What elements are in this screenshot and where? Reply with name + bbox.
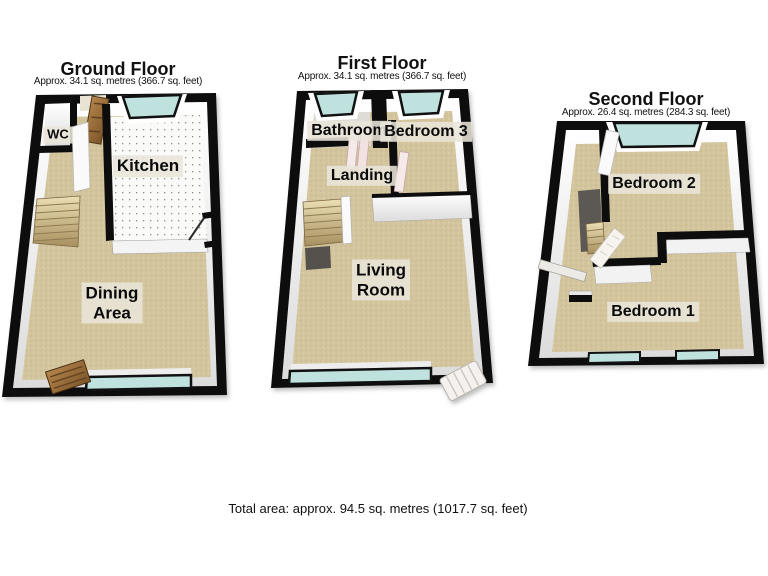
gf-right-door-leaf: [188, 217, 205, 241]
sf-divider-ledge-left: [593, 264, 653, 285]
room-label-living-line2: Room: [356, 280, 406, 299]
room-label-bedroom1: Bedroom 1: [607, 301, 699, 323]
ff-stair-void: [305, 246, 331, 270]
room-label-living-line1: Living: [355, 260, 407, 280]
gf-wc-bottom-wall: [39, 145, 77, 153]
ff-exterior-steps: [439, 360, 487, 401]
gf-bottom-window-glass: [84, 373, 193, 392]
second-floor-subtitle: Approx. 26.4 sq. metres (284.3 sq. feet): [561, 107, 731, 118]
sf-leaning-door-left: [537, 259, 588, 282]
ff-bottom-window-glass: [287, 366, 433, 386]
ground-floor-title: Ground Floor: [60, 59, 176, 79]
gf-kitchen-floor: [110, 115, 207, 244]
room-label-bedroom3: Bedroom 3: [380, 121, 472, 143]
sf-divider-wall-connector: [657, 232, 667, 263]
ground-floor-subtitle: Approx. 34.1 sq. metres (366.7 sq. feet): [33, 76, 203, 87]
room-label-dining-area: Dining Area: [81, 282, 143, 324]
ff-bathroom-window-glass: [313, 90, 359, 118]
ff-staircase: [302, 198, 344, 247]
room-label-dining-line1: Dining: [85, 283, 139, 303]
sf-door-top: [596, 129, 620, 177]
room-label-kitchen: Kitchen: [112, 155, 184, 177]
total-area-text: Total area: approx. 94.5 sq. metres (101…: [228, 501, 528, 516]
sf-top-window-glass: [612, 121, 703, 149]
ff-bedroom3-window-glass: [397, 89, 445, 117]
gf-patio-door: [44, 359, 92, 395]
first-floor-title: First Floor: [337, 53, 427, 73]
sf-divider-ledge-right: [664, 237, 751, 255]
sf-bottom-window-glass-right: [675, 348, 720, 363]
room-label-bathroom: Bathroom: [307, 120, 391, 142]
sf-bottom-window-glass-left: [586, 350, 641, 365]
room-label-bedroom2: Bedroom 2: [608, 173, 700, 195]
ff-living-half-wall-top: [371, 191, 472, 198]
sf-divider-wall-left: [592, 257, 661, 267]
gf-kitchen-window-glass: [121, 93, 183, 120]
gf-stair-partition: [71, 121, 91, 193]
ff-banister: [340, 195, 353, 245]
gf-kitchen-ledge: [111, 238, 209, 255]
ground-floor-plan: [2, 93, 227, 397]
gf-staircase: [32, 195, 81, 248]
second-floor-title: Second Floor: [588, 89, 704, 109]
sf-bedroom-door: [589, 227, 627, 269]
second-floor-plan: [528, 121, 764, 366]
gf-right-door-jamb-bottom: [204, 240, 219, 248]
room-label-wc: WC: [43, 126, 73, 144]
gf-kitchen-left-wall: [102, 104, 114, 241]
room-label-landing: Landing: [326, 165, 398, 187]
sf-divider-wall-right: [662, 230, 748, 240]
first-floor-subtitle: Approx. 34.1 sq. metres (366.7 sq. feet): [297, 71, 467, 82]
gf-right-door-jamb-top: [202, 211, 217, 219]
room-label-living-room: Living Room: [351, 259, 411, 301]
sf-wall-stub: [569, 295, 592, 302]
room-label-dining-line2: Area: [93, 303, 131, 322]
